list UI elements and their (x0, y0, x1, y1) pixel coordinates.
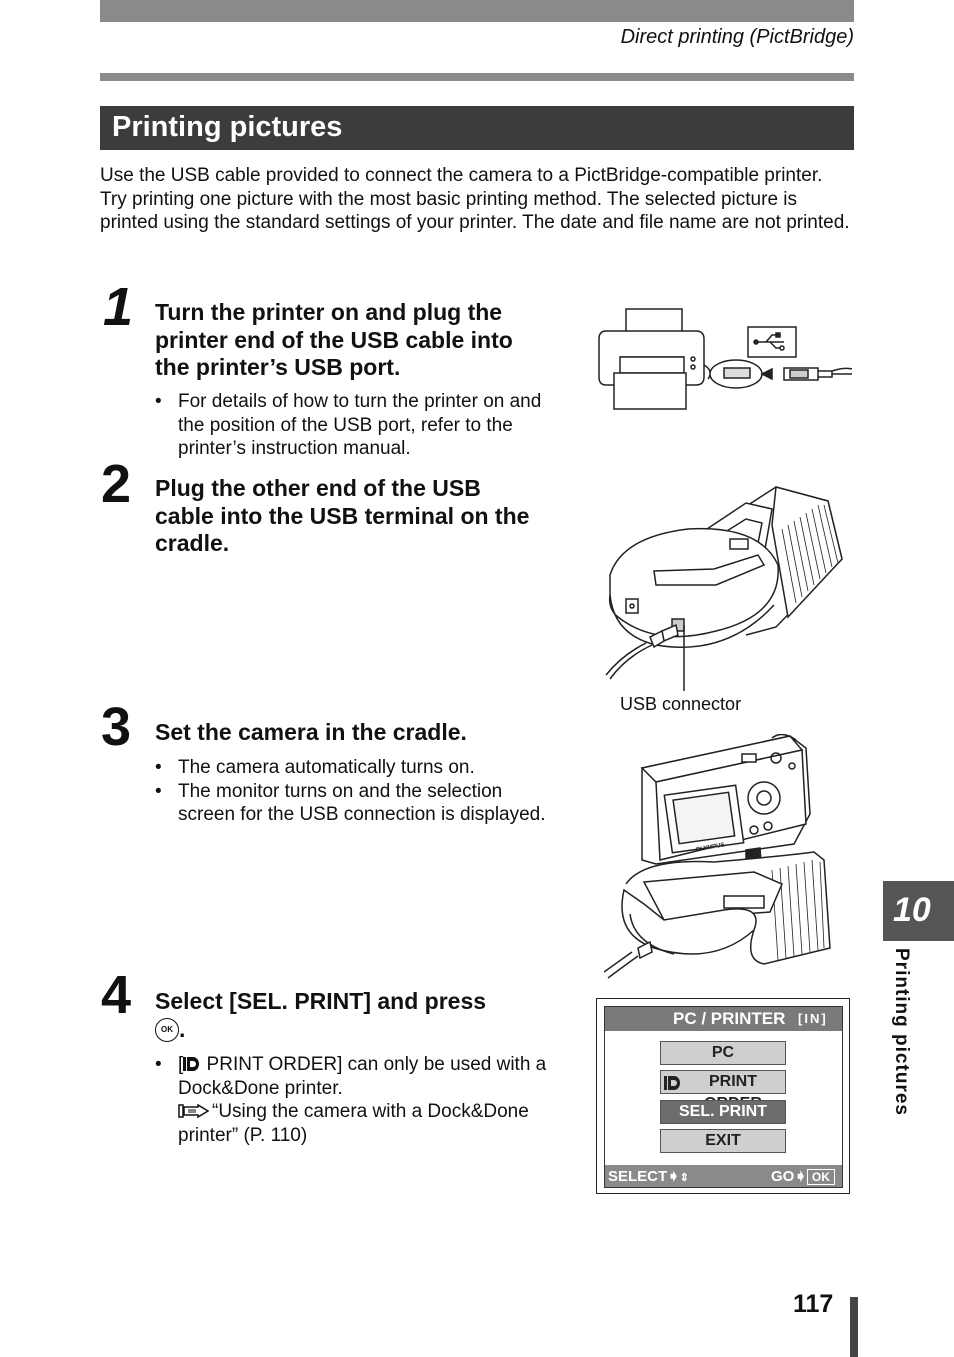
section-title: Printing pictures (112, 111, 343, 143)
page-edge-bar (850, 1297, 858, 1357)
reference-icon (178, 1103, 210, 1119)
arrow-right-icon: ➧ (794, 1168, 807, 1185)
step-title-text: Select [SEL. PRINT] and press (155, 988, 487, 1014)
bullet-item: The camera automatically turns on. (155, 756, 550, 780)
arrow-right-icon: ➧ (667, 1168, 680, 1185)
ok-key-icon: OK (806, 1169, 835, 1185)
updown-arrows-icon: ⇕ (679, 1172, 689, 1184)
lcd-title-bar: PC / PRINTER [IN] (605, 1007, 842, 1031)
step-bullets: The camera automatically turns on. The m… (155, 756, 550, 827)
lcd-footer: SELECT➧⇕ GO➧OK (605, 1165, 842, 1187)
camera-cradle-illustration: OLYMPUS (604, 734, 831, 979)
print-order-icon (183, 1057, 200, 1071)
header-rule (100, 73, 854, 81)
menu-item-print-order[interactable]: PRINT ORDER (660, 1070, 786, 1112)
camera-brand: OLYMPUS (695, 842, 725, 853)
memory-indicator: [IN] (798, 1011, 828, 1026)
reference-text: “Using the camera with a Dock&Done print… (178, 1101, 529, 1146)
bullet-item: For details of how to turn the printer o… (155, 390, 550, 461)
step-number: 1 (103, 277, 134, 337)
chapter-number: 10 (893, 891, 931, 929)
chapter-label: Printing pictures (891, 948, 912, 1116)
bullet-item: The monitor turns on and the selection s… (155, 780, 550, 827)
menu-item-sel-print[interactable]: SEL. PRINT (660, 1100, 786, 1124)
print-order-icon (664, 1076, 680, 1090)
lcd-title: PC / PRINTER (673, 1009, 786, 1028)
step-title: Turn the printer on and plug the printer… (155, 299, 513, 380)
intro-paragraph-2: Try printing one picture with the most b… (100, 188, 850, 234)
camera-lcd-screen: PC / PRINTER [IN] PC PRINT ORDER SEL. PR… (596, 998, 850, 1194)
ok-button-icon: OK (155, 1018, 179, 1043)
step-number: 2 (101, 454, 132, 514)
running-title: Direct printing (PictBridge) (620, 26, 854, 48)
step-bullets: [ PRINT ORDER] can only be used with a D… (155, 1053, 550, 1147)
step-number: 4 (101, 965, 132, 1025)
footer-select: SELECT➧⇕ (608, 1168, 689, 1185)
section-banner: Printing pictures (100, 106, 854, 150)
cradle-usb-illustration (605, 486, 843, 691)
intro-paragraph-1: Use the USB cable provided to connect th… (100, 165, 823, 186)
menu-item-pc[interactable]: PC (660, 1041, 786, 1065)
header-bar (100, 0, 854, 22)
step-bullets: For details of how to turn the printer o… (155, 390, 550, 461)
step-title: Select [SEL. PRINT] and press OK. (155, 988, 535, 1043)
intro-text: Use the USB cable provided to connect th… (100, 164, 854, 235)
page-number: 117 (793, 1290, 834, 1318)
figure-caption: USB connector (620, 694, 742, 714)
step-title: Set the camera in the cradle. (155, 719, 467, 745)
menu-item-exit[interactable]: EXIT (660, 1129, 786, 1153)
step-number: 3 (101, 697, 132, 757)
chapter-tab: 10 (883, 881, 954, 941)
step-title-suffix: . (179, 1015, 186, 1042)
footer-go: GO➧OK (771, 1167, 835, 1185)
step-title: Plug the other end of the USB cable into… (155, 475, 530, 556)
bullet-item: [ PRINT ORDER] can only be used with a D… (155, 1053, 550, 1147)
printer-usb-illustration (598, 308, 853, 410)
lcd-display: PC / PRINTER [IN] PC PRINT ORDER SEL. PR… (604, 1006, 843, 1188)
